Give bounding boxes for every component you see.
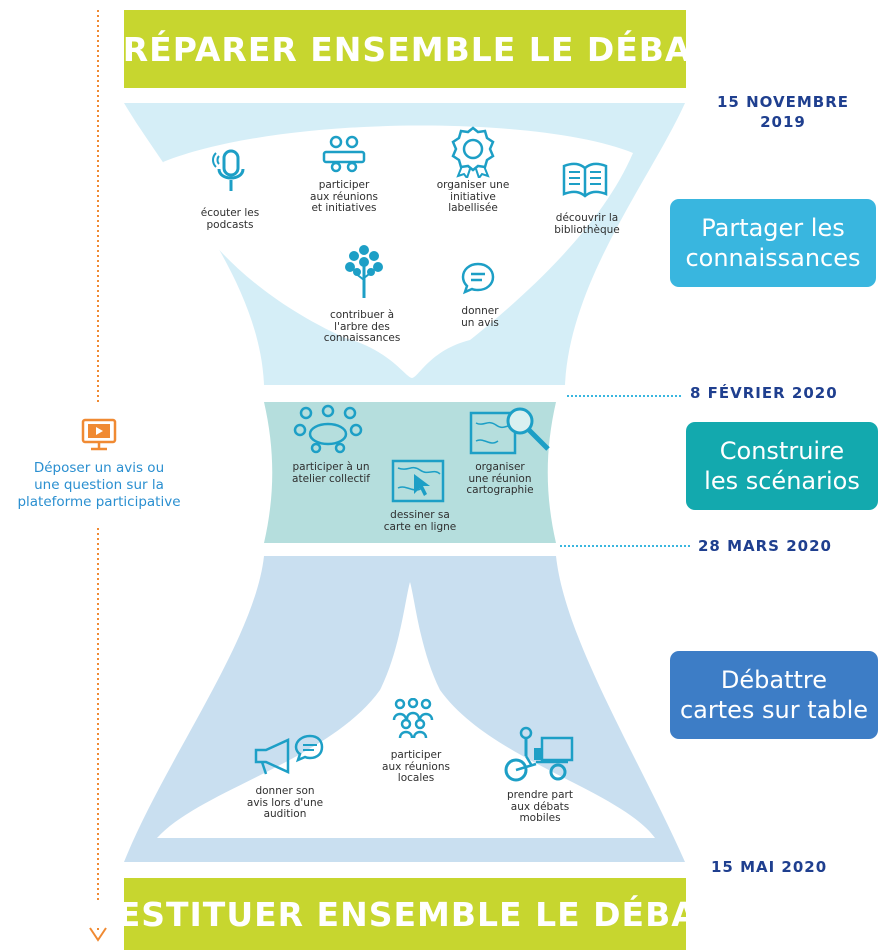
- label-avis-line1: donner: [461, 305, 499, 317]
- cargo-bike-icon: [504, 726, 574, 782]
- label-cartographie-line3: cartographie: [466, 484, 534, 496]
- phase-partager-line2: connaissances: [685, 244, 861, 272]
- microphone-icon: [212, 149, 245, 191]
- label-arbre-line2: l'arbre des: [334, 320, 390, 333]
- workshop-group-icon: [293, 404, 363, 454]
- label-audition-line2: avis lors d'une: [246, 796, 324, 809]
- label-reunions-line3: et initiatives: [311, 202, 377, 214]
- label-carte-line2: carte en ligne: [383, 520, 457, 533]
- award-badge-icon: [451, 126, 495, 178]
- banner-bottom-text: RESTITUER ENSEMBLE LE DÉBAT: [91, 894, 719, 934]
- label-bibliotheque-line2: bibliothèque: [554, 223, 620, 236]
- map-magnifier-icon: [469, 407, 550, 455]
- label-podcasts-line2: podcasts: [206, 218, 254, 231]
- label-initiative-line3: labellisée: [448, 202, 498, 214]
- label-mobiles-line3: mobiles: [519, 812, 561, 824]
- label-carte-line1: dessiner sa: [390, 509, 450, 521]
- phase-debattre-line2: cartes sur table: [679, 696, 869, 724]
- label-arbre-line1: contribuer à: [329, 309, 395, 321]
- platform-text-line2: une question sur la: [34, 477, 164, 493]
- label-audition-line3: audition: [263, 808, 307, 820]
- label-carte: dessiner sa carte en ligne: [370, 509, 470, 533]
- label-reunions: participer aux réunions et initiatives: [294, 179, 394, 215]
- label-arbre: contribuer à l'arbre des connaissances: [312, 309, 412, 345]
- label-mobiles-line1: prendre part: [507, 789, 573, 801]
- group-people-icon: [392, 698, 434, 738]
- label-mobiles-line2: aux débats: [510, 800, 570, 813]
- megaphone-icon: [254, 734, 324, 775]
- top-funnel-inner: [163, 125, 633, 378]
- banner-top: PRÉPARER ENSEMBLE LE DÉBAT: [98, 10, 711, 88]
- label-initiative-line2: initiative: [450, 190, 496, 203]
- tree-icon: [345, 245, 383, 298]
- label-initiative: organiser une initiative labellisée: [420, 179, 526, 215]
- meeting-icon: [322, 135, 366, 173]
- phase-construire-line1: Construire: [719, 437, 845, 465]
- banner-bottom: RESTITUER ENSEMBLE LE DÉBAT: [91, 878, 718, 950]
- bottom-funnel-inner: [157, 582, 655, 838]
- label-locales-line2: aux réunions: [382, 760, 450, 773]
- phase-debattre: Débattre cartes sur table: [670, 651, 878, 739]
- speech-bubble-icon: [461, 262, 495, 295]
- date-8-fevrier: 8 FÉVRIER 2020: [690, 384, 838, 402]
- label-atelier-line2: atelier collectif: [292, 472, 370, 485]
- label-cartographie-line1: organiser: [475, 461, 525, 473]
- phase-partager: Partager les connaissances: [670, 199, 876, 287]
- phase-construire-line2: les scénarios: [704, 467, 860, 495]
- label-audition: donner son avis lors d'une audition: [240, 785, 330, 821]
- label-bibliotheque-line1: découvrir la: [555, 212, 619, 224]
- platform-text-line3: plateforme participative: [17, 494, 181, 510]
- label-bibliotheque: découvrir la bibliothèque: [540, 212, 634, 236]
- phase-construire: Construire les scénarios: [686, 422, 878, 510]
- timeline-arrow-head: [89, 927, 107, 942]
- online-map-icon: [391, 459, 445, 503]
- date-15-novembre-line1: 15 NOVEMBRE: [716, 93, 849, 111]
- label-initiative-line1: organiser une: [436, 179, 510, 191]
- label-audition-line1: donner son: [255, 785, 315, 797]
- label-mobiles: prendre part aux débats mobiles: [490, 789, 590, 825]
- label-cartographie-line2: une réunion: [468, 472, 532, 485]
- label-locales-line1: participer: [390, 749, 442, 761]
- label-avis-line2: un avis: [461, 316, 499, 329]
- banner-top-text: PRÉPARER ENSEMBLE LE DÉBAT: [97, 29, 713, 69]
- platform-text-line1: Déposer un avis ou: [33, 460, 165, 476]
- book-icon: [562, 162, 608, 198]
- date-28-mars: 28 MARS 2020: [698, 537, 832, 555]
- middle-band-shape: [264, 402, 556, 543]
- label-podcasts: écouter les podcasts: [190, 207, 270, 231]
- label-podcasts-line1: écouter les: [200, 207, 260, 219]
- date-15-novembre: 15 NOVEMBRE 2019: [713, 92, 853, 132]
- phase-debattre-line1: Débattre: [720, 666, 828, 694]
- monitor-icon: [81, 418, 117, 451]
- label-avis: donner un avis: [448, 305, 512, 329]
- label-locales-line3: locales: [397, 772, 435, 784]
- label-locales: participer aux réunions locales: [366, 749, 466, 785]
- phase-partager-line1: Partager les: [701, 214, 845, 242]
- label-arbre-line3: connaissances: [323, 332, 401, 344]
- label-atelier-line1: participer à un: [292, 461, 370, 473]
- label-cartographie: organiser une réunion cartographie: [450, 461, 550, 497]
- label-reunions-line1: participer: [318, 179, 370, 191]
- label-reunions-line2: aux réunions: [310, 190, 378, 203]
- date-15-novembre-year: 2019: [760, 113, 806, 131]
- date-15-mai: 15 MAI 2020: [711, 858, 828, 876]
- label-atelier: participer à un atelier collectif: [276, 461, 386, 485]
- platform-text: Déposer un avis ou une question sur la p…: [2, 460, 196, 511]
